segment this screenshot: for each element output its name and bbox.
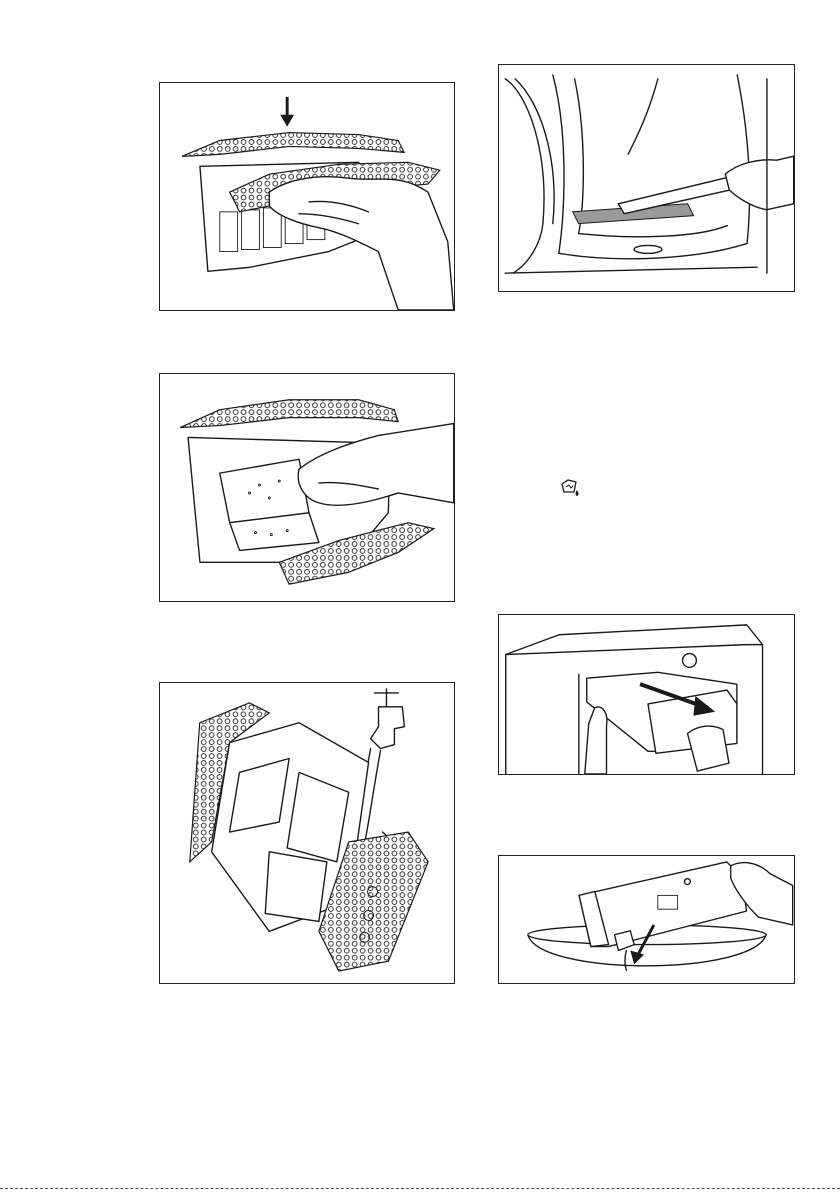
water-container-icon [560,478,582,498]
arrow-down-icon [280,97,294,127]
water-container-drawing [499,615,794,774]
filter-open-drawing [160,374,454,601]
filter-rinse-drawing [160,683,454,983]
filter-door-press-illustration [159,82,455,311]
filter-door-press-drawing [160,83,454,310]
water-tap-icon [371,689,405,749]
empty-water-container-bowl-illustration [498,855,795,984]
filter-open-remove-lint-illustration [159,373,455,602]
filter-rinse-under-tap-illustration [159,682,455,984]
pull-out-water-container-illustration [498,614,795,775]
page-bottom-rule [0,1188,840,1189]
drum-seal-drawing [499,65,794,291]
drum-seal-vacuum-clean-illustration [498,64,795,292]
empty-container-drawing [499,856,794,983]
